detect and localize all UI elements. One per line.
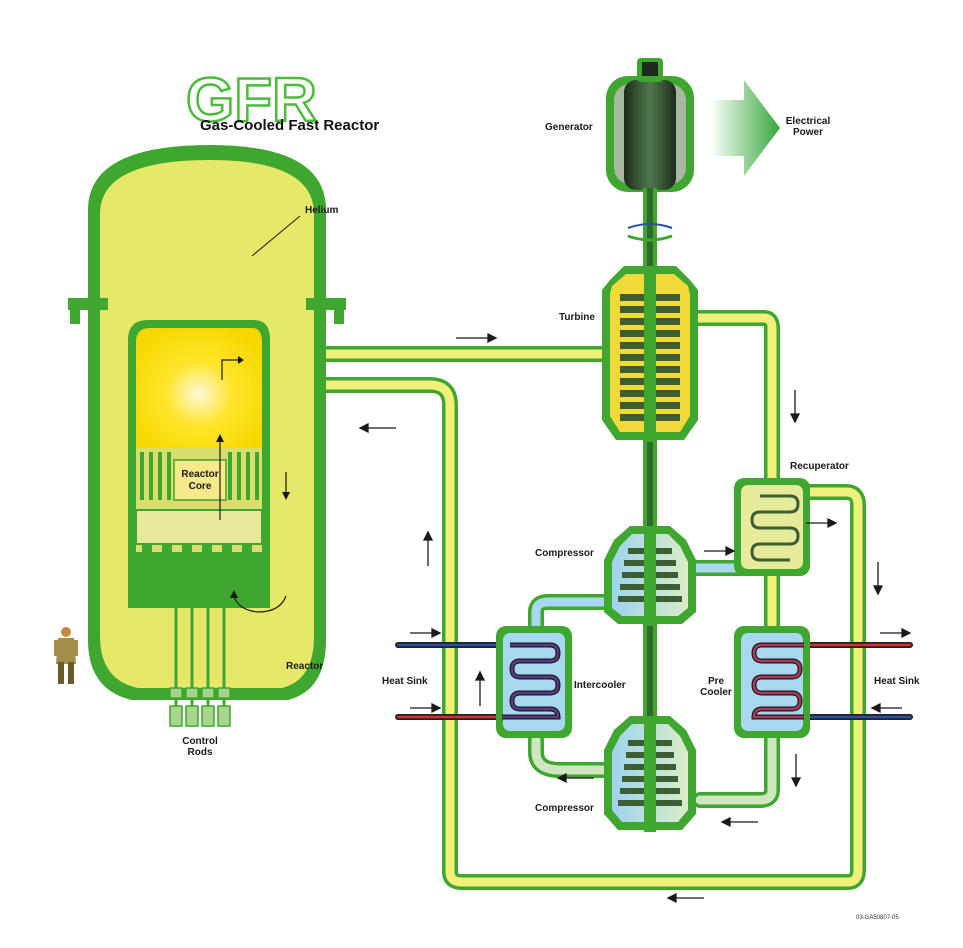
- label-reactor: Reactor: [286, 661, 323, 672]
- label-electrical-power-2: Power: [793, 127, 823, 138]
- label-helium: Helium: [305, 205, 338, 216]
- compressor-top: [604, 526, 696, 626]
- helium-pointer: [251, 215, 301, 257]
- label-heat-sink-left: Heat Sink: [382, 676, 428, 687]
- recuperator: [734, 478, 810, 576]
- intercooler: [496, 626, 572, 738]
- label-control-rods-2: Rods: [188, 747, 213, 758]
- label-compressor-bottom: Compressor: [535, 803, 594, 814]
- label-intercooler: Intercooler: [574, 680, 626, 691]
- label-generator: Generator: [545, 122, 593, 133]
- label-precooler-1: Pre: [708, 676, 725, 687]
- heat-sink-lines-left: [395, 642, 505, 720]
- logo-acronym: GFR: [186, 66, 317, 135]
- control-rods: [169, 560, 231, 727]
- person-scale-icon: [54, 627, 78, 684]
- electrical-power-arrow-icon: [710, 80, 780, 176]
- flow-arrows: [358, 332, 912, 904]
- reactor-vessel: [68, 145, 346, 727]
- heat-sink-lines-right: [801, 642, 913, 720]
- label-control-rods-1: Control: [182, 736, 218, 747]
- piping: [256, 310, 913, 890]
- vessel-flow-arrows: [219, 359, 287, 613]
- rotation-arrow-icon: [627, 223, 673, 229]
- label-turbine: Turbine: [559, 312, 595, 323]
- logo-title: Gas-Cooled Fast Reactor: [200, 117, 379, 134]
- label-electrical-power-1: Electrical: [786, 116, 831, 127]
- label-reactor-core-2: Core: [189, 481, 212, 492]
- label-reactor-core-1: Reactor: [181, 469, 218, 480]
- label-precooler-2: Cooler: [700, 687, 732, 698]
- label-compressor-top: Compressor: [535, 548, 594, 559]
- labels: Generator Electrical Power Helium Turbin…: [181, 116, 920, 921]
- compressor-bottom: [604, 716, 696, 832]
- label-heat-sink-right: Heat Sink: [874, 676, 920, 687]
- turbine: [602, 266, 698, 442]
- document-id: 03-GA50807-05: [856, 915, 899, 921]
- core-fuel-elements: [140, 452, 259, 500]
- precooler: [734, 626, 810, 738]
- label-recuperator: Recuperator: [790, 461, 849, 472]
- generator: [606, 58, 694, 828]
- gfr-logo: GFR Gas-Cooled Fast Reactor: [185, 65, 380, 137]
